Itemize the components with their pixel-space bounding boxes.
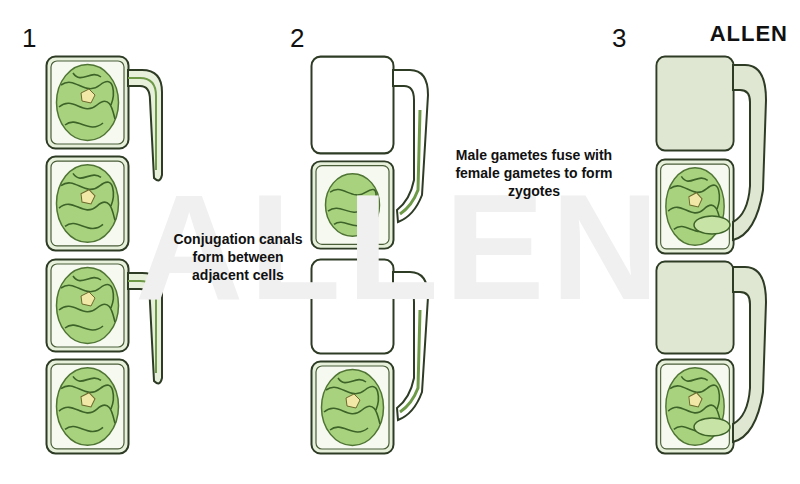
step-number: 2 [290, 22, 320, 56]
empty-cell [312, 57, 394, 154]
cell [47, 157, 129, 251]
cell [47, 260, 129, 352]
empty-cell [656, 262, 733, 354]
step-number: 1 [22, 22, 52, 56]
cell [47, 360, 129, 454]
zygote [694, 216, 730, 436]
step-caption: Male gametes fuse with female gametes to… [444, 146, 624, 201]
cell [656, 360, 733, 454]
brand-logo: ALLEN [688, 20, 788, 49]
step-number: 3 [612, 22, 642, 56]
conjugation-tube [733, 65, 766, 442]
cell [47, 57, 129, 149]
step-caption: Conjugation canals form between adjacent… [168, 230, 308, 285]
cell [656, 160, 733, 254]
cell [312, 362, 394, 454]
empty-cell [656, 57, 733, 151]
